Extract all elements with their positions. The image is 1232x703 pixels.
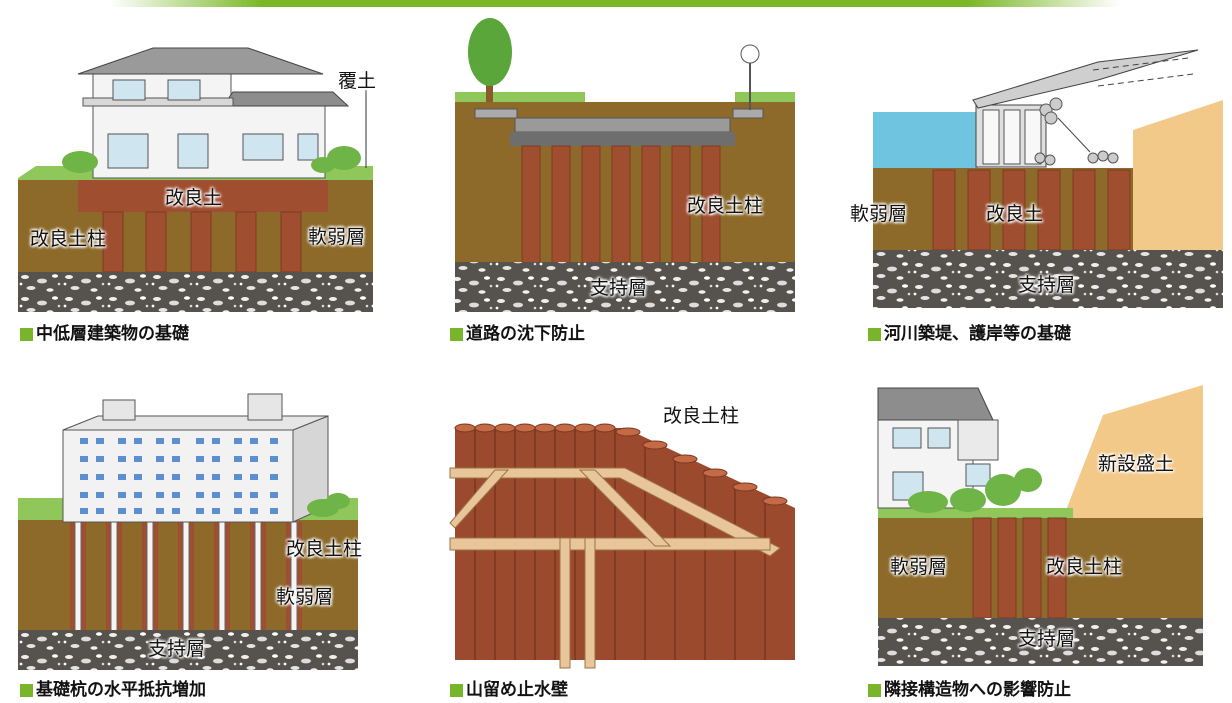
caption-square-icon — [20, 328, 33, 341]
house-icon — [77, 47, 350, 179]
label-improved-soil-column: 改良土柱 — [687, 195, 764, 217]
caption-square-icon — [868, 684, 881, 697]
panel-pile-horizontal-resistance: 改良土柱 軟弱層 支持層 基礎杭の水平抵抗増加 — [18, 388, 398, 703]
label-improved-soil-column: 改良土柱 — [30, 228, 107, 250]
label-support-layer: 支持層 — [148, 638, 206, 660]
house-icon — [877, 387, 999, 509]
caption-square-icon — [450, 328, 463, 341]
label-improved-soil-column: 改良土柱 — [1046, 556, 1123, 578]
caption-river-levee: 河川築堤、護岸等の基礎 — [868, 326, 1071, 343]
caption-text: 中低層建築物の基礎 — [36, 324, 189, 344]
caption-text: 隣接構造物への影響防止 — [884, 680, 1071, 700]
label-soft-layer: 軟弱層 — [890, 556, 948, 578]
panel-adjacent-structure-protection: 新設盛土 軟弱層 改良土柱 支持層 隣接構造物への影響防止 — [868, 380, 1228, 703]
label-improved-soil: 改良土 — [986, 203, 1044, 225]
tree-icon — [468, 18, 512, 102]
caption-road-settlement: 道路の沈下防止 — [450, 326, 585, 343]
label-improved-soil-column: 改良土柱 — [286, 538, 363, 560]
caption-retaining-cutoff-wall: 山留め止水壁 — [450, 682, 568, 699]
low-rise-foundation-diagram — [18, 47, 373, 312]
road-settlement-diagram — [455, 18, 795, 312]
caption-text: 山留め止水壁 — [466, 680, 568, 700]
caption-text: 基礎杭の水平抵抗増加 — [36, 680, 206, 700]
caption-text: 道路の沈下防止 — [466, 324, 585, 344]
caption-low-rise-foundation: 中低層建築物の基礎 — [20, 326, 189, 343]
label-new-embankment: 新設盛土 — [1098, 453, 1175, 475]
caption-pile-horizontal-resistance: 基礎杭の水平抵抗増加 — [20, 682, 206, 699]
building-icon — [62, 393, 329, 523]
label-support-layer: 支持層 — [1018, 274, 1076, 296]
caption-square-icon — [450, 684, 463, 697]
river-levee-diagram — [873, 49, 1223, 308]
label-support-layer: 支持層 — [1018, 628, 1076, 650]
adjacent-structure-protection-diagram — [877, 385, 1203, 666]
panel-retaining-cutoff-wall: 改良土柱 山留め止水壁 — [449, 398, 820, 703]
top-accent-bar — [110, 0, 1120, 7]
label-soft-layer: 軟弱層 — [850, 203, 908, 225]
street-light-icon — [740, 44, 760, 110]
label-soft-layer: 軟弱層 — [308, 226, 366, 248]
caption-square-icon — [20, 684, 33, 697]
label-improved-soil: 改良土 — [165, 187, 223, 209]
retaining-cutoff-wall-diagram — [449, 423, 795, 669]
label-soft-layer: 軟弱層 — [276, 586, 334, 608]
panel-low-rise-foundation: 覆土 改良土 改良土柱 軟弱層 中低層建築物の基礎 — [18, 30, 398, 350]
caption-text: 河川築堤、護岸等の基礎 — [884, 324, 1071, 344]
pile-horizontal-resistance-diagram — [18, 393, 358, 670]
caption-adjacent-structure-protection: 隣接構造物への影響防止 — [868, 682, 1071, 699]
panel-river-levee: 軟弱層 改良土 支持層 河川築堤、護岸等の基礎 — [850, 40, 1228, 350]
caption-square-icon — [868, 328, 881, 341]
label-cover-soil: 覆土 — [338, 70, 377, 92]
panel-road-settlement: 改良土柱 支持層 道路の沈下防止 — [450, 10, 810, 350]
label-support-layer: 支持層 — [590, 277, 648, 299]
label-improved-soil-column: 改良土柱 — [663, 405, 740, 427]
